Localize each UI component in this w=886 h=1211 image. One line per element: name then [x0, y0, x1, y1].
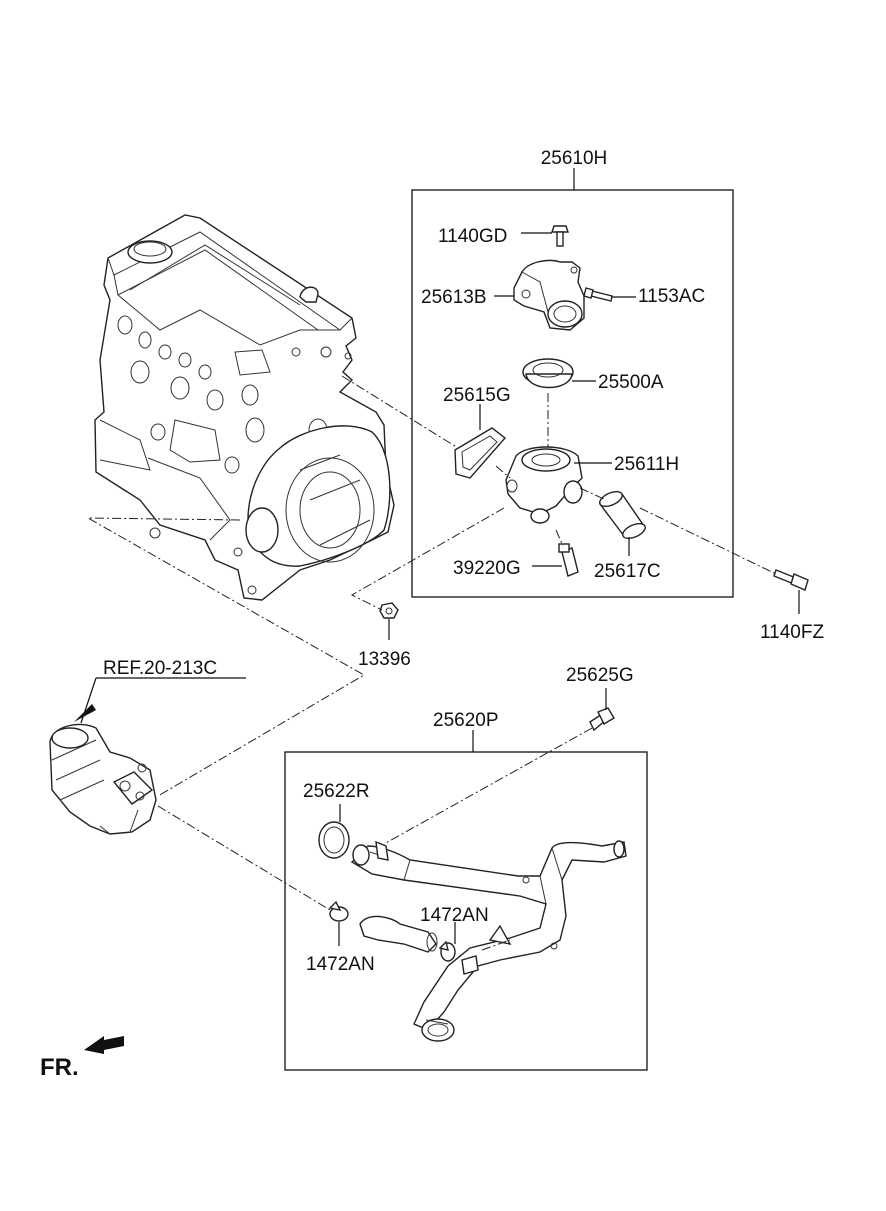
oil-filter-module[interactable]: [49, 723, 157, 835]
thermostat-housing-25611H[interactable]: [505, 446, 583, 524]
label-25625G[interactable]: 25625G: [566, 665, 634, 686]
bolt-1153AC[interactable]: [583, 287, 613, 302]
housing-cover-25613B[interactable]: [513, 259, 585, 331]
thermostat-25500A[interactable]: [522, 358, 574, 389]
label-25620P[interactable]: 25620P: [433, 710, 499, 731]
label-1153AC[interactable]: 1153AC: [638, 286, 705, 307]
label-25610H[interactable]: 25610H: [541, 148, 608, 169]
nut-13396[interactable]: [379, 602, 399, 619]
label-1472AN-right[interactable]: 1472AN: [420, 905, 489, 926]
label-25617C[interactable]: 25617C: [594, 561, 661, 582]
engine-block[interactable]: [94, 214, 395, 601]
label-1140GD[interactable]: 1140GD: [438, 226, 507, 247]
label-13396[interactable]: 13396: [358, 649, 411, 670]
label-25611H[interactable]: 25611H: [614, 454, 679, 475]
label-39220G[interactable]: 39220G: [453, 558, 521, 579]
label-25613B[interactable]: 25613B: [421, 287, 487, 308]
label-1140FZ[interactable]: 1140FZ: [760, 622, 824, 643]
assembly-box-25620P: [284, 751, 648, 1071]
hose[interactable]: [359, 915, 479, 975]
label-25622R[interactable]: 25622R: [303, 781, 370, 802]
water-pipe-assembly[interactable]: [350, 840, 627, 1042]
bolt-25625G[interactable]: [589, 707, 615, 732]
label-25615G[interactable]: 25615G: [443, 385, 511, 406]
clamp-1472AN-left[interactable]: [328, 900, 349, 922]
assembly-box-25610H: [411, 189, 734, 598]
gasket-25615G[interactable]: [454, 427, 507, 479]
bolt-1140GD[interactable]: [551, 225, 569, 247]
pipe-25617C[interactable]: [598, 489, 648, 542]
label-25500A[interactable]: 25500A: [598, 372, 664, 393]
o-ring-25622R[interactable]: [318, 821, 350, 859]
bolt-1140FZ[interactable]: [773, 569, 809, 591]
label-REF-20-213C[interactable]: REF.20-213C: [103, 658, 217, 679]
clamp-1472AN-right[interactable]: [438, 940, 456, 962]
front-direction-arrow: [84, 1036, 124, 1054]
sensor-39220G[interactable]: [558, 543, 579, 577]
label-1472AN-left[interactable]: 1472AN: [306, 954, 375, 975]
label-FR: FR.: [40, 1054, 79, 1081]
